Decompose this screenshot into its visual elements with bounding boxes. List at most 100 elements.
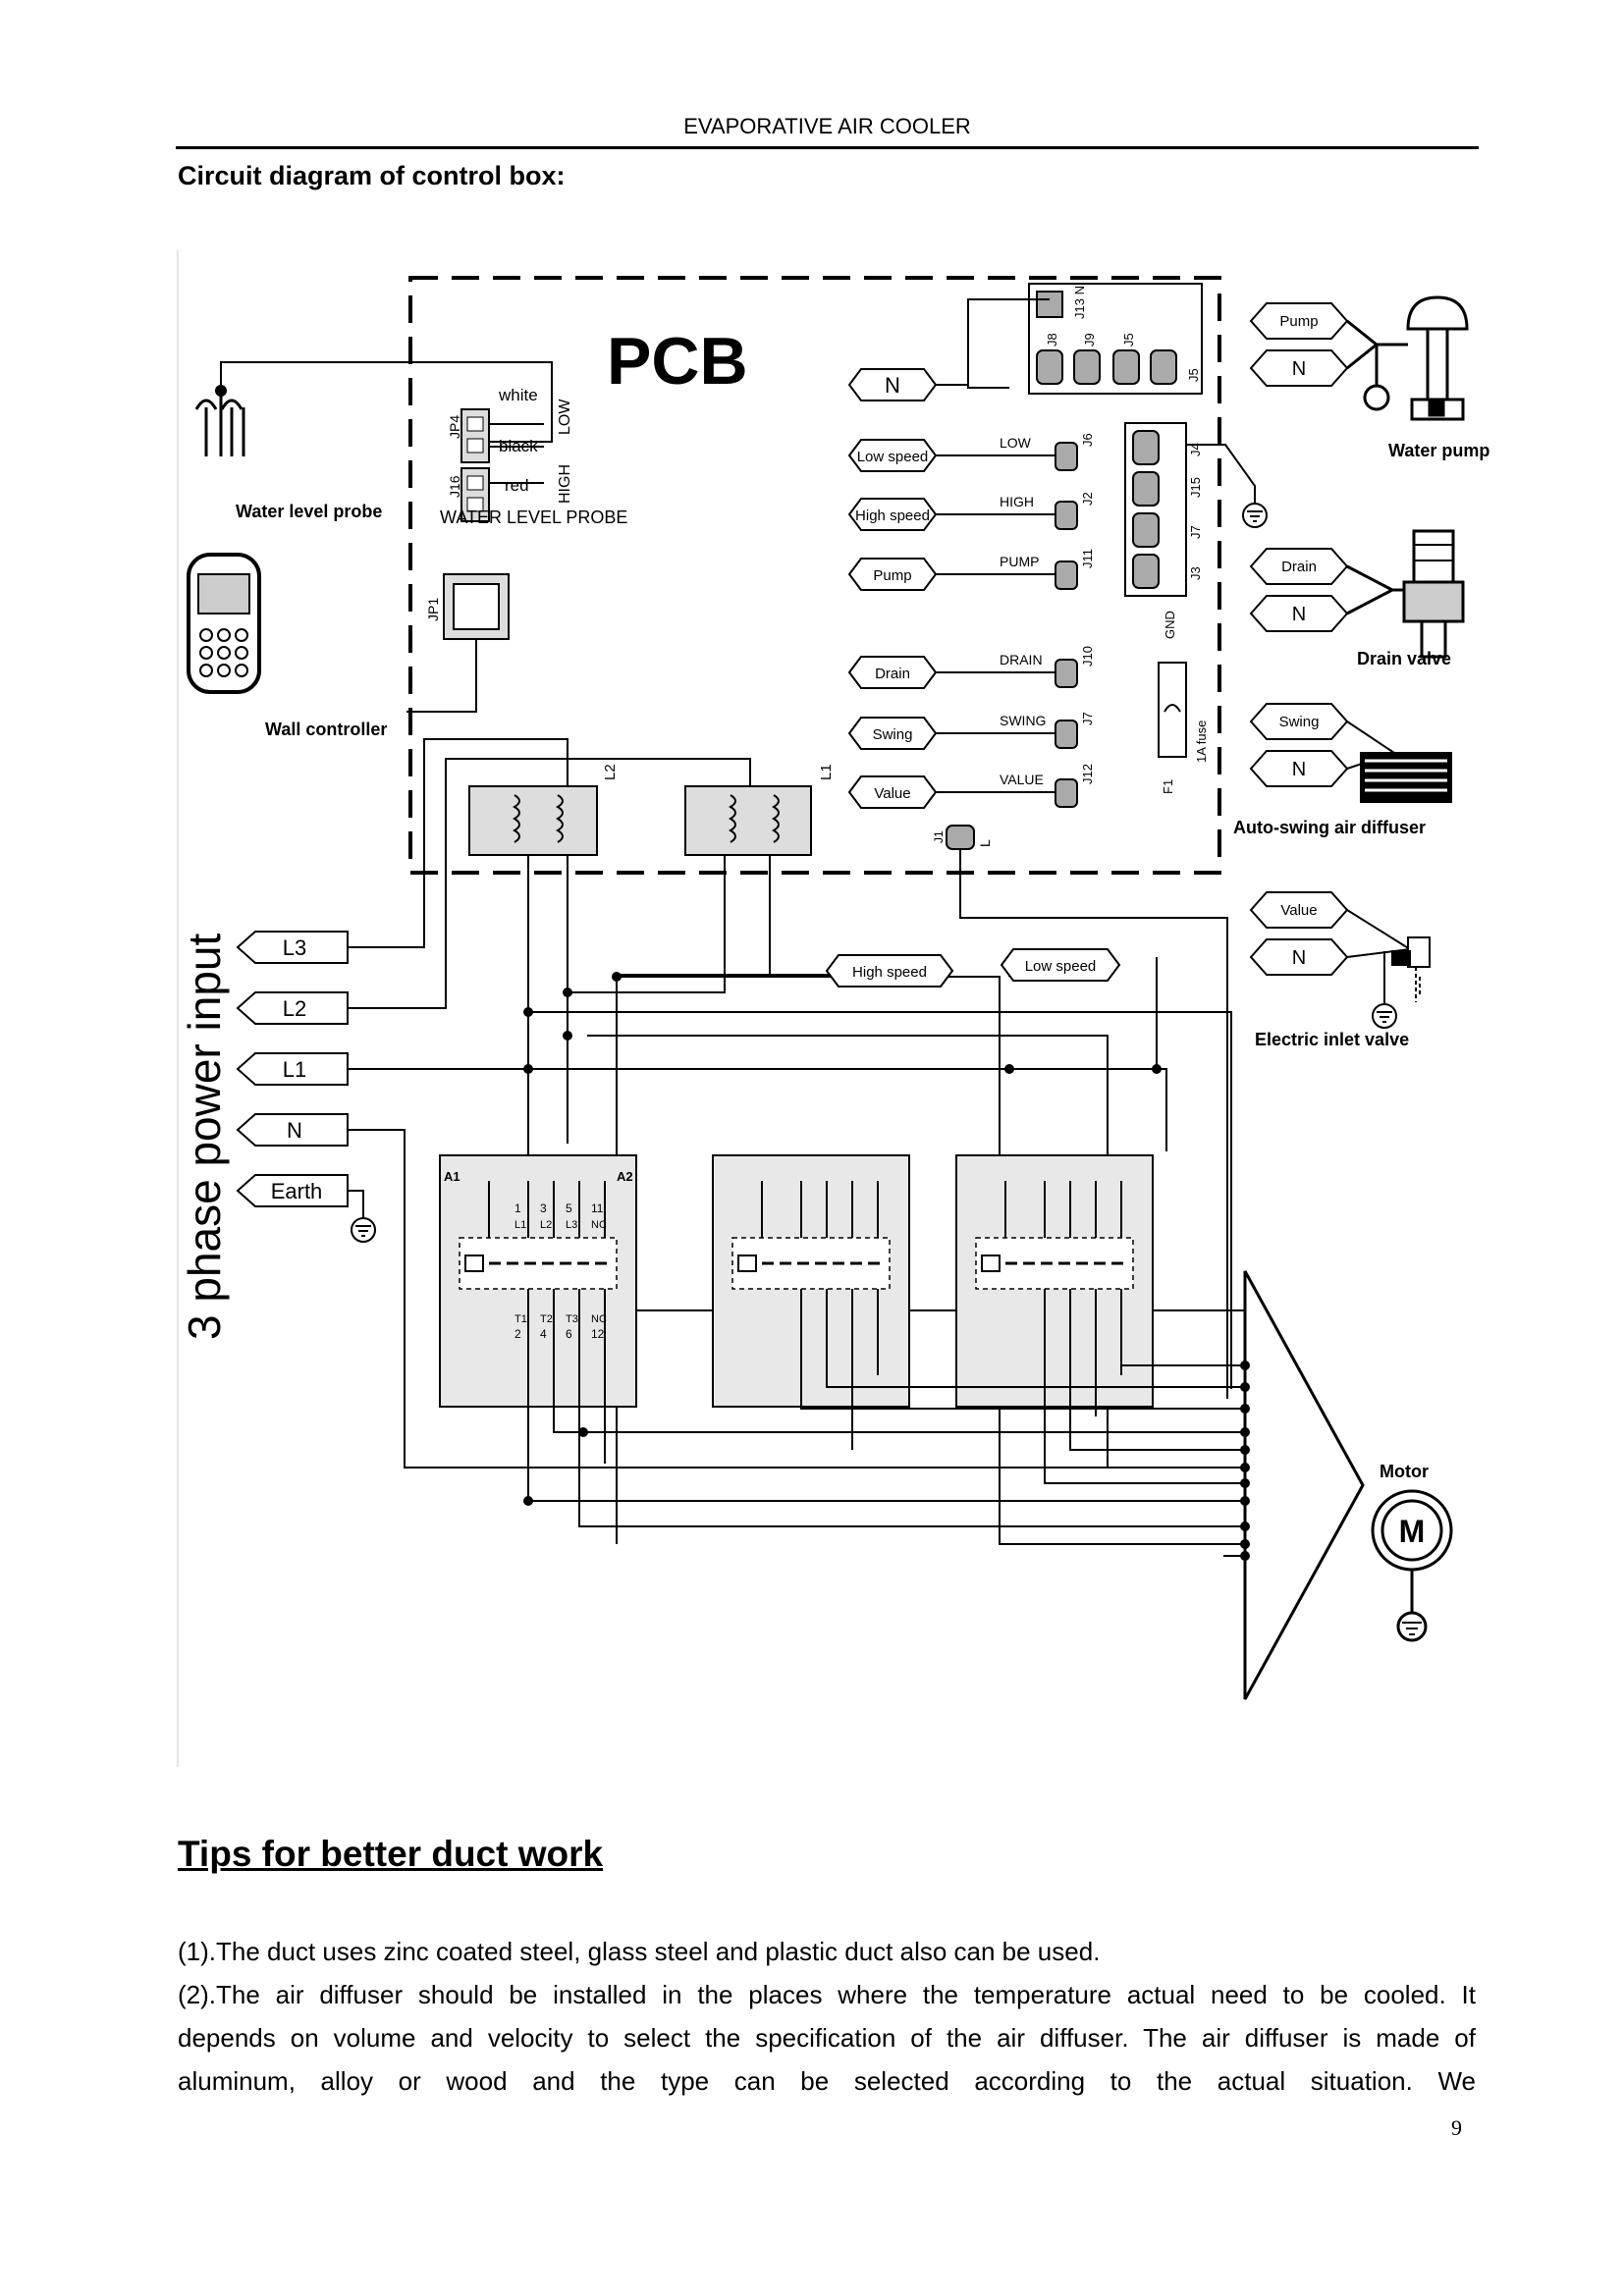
speed-tag-high: High speed (852, 964, 927, 981)
top-jack-j8: J8 (1045, 333, 1059, 347)
inlet-tag: Value (1280, 902, 1317, 919)
pcb-pin-drain: DRAIN (1000, 652, 1043, 667)
drain-valve-label: Drain valve (1357, 649, 1451, 668)
fuse-id: F1 (1161, 779, 1175, 794)
motor-label: Motor (1380, 1462, 1429, 1481)
tip-paragraph-2-line-3: aluminum, alloy or wood and the type can… (178, 2066, 1476, 2096)
gnd-label: GND (1163, 611, 1177, 639)
page-number: 9 (1451, 2115, 1462, 2140)
right-jack-j7: J7 (1188, 525, 1203, 539)
pcb-pin-connectors (936, 363, 1078, 808)
fuse (1158, 662, 1187, 758)
pcb-pin-id-j7: J7 (1080, 712, 1095, 725)
probe-high-label: HIGH (557, 464, 573, 504)
pcb-label: PCB (607, 324, 748, 399)
contactor-bot-num-12: 12 (591, 1327, 605, 1341)
water-level-probe (194, 361, 553, 522)
right-connector-block (1124, 422, 1256, 597)
motor-glyph: M (1399, 1514, 1426, 1549)
right-jack-j4: J4 (1188, 443, 1203, 456)
tip-paragraph-1: (1).The duct uses zinc coated steel, gla… (178, 1937, 1101, 1966)
pcb-pin-swing: SWING (1000, 713, 1046, 728)
air-diffuser-icon (1346, 721, 1452, 803)
contactor-bot-lbl-nc: NC (591, 1313, 607, 1325)
contactor-bot-lbl-t3: T3 (566, 1313, 578, 1325)
pump-tag: Pump (1279, 313, 1318, 330)
section-title: Circuit diagram of control box: (178, 161, 566, 190)
coil-l2-label: L2 (602, 764, 619, 780)
line-jack-label: J1 (932, 830, 946, 843)
pcb-pin-value: VALUE (1000, 772, 1044, 787)
power-input-title: 3 phase power input (179, 933, 230, 1340)
contactor-top-num-5: 5 (566, 1201, 572, 1215)
power-terminals (236, 931, 349, 1207)
probe-label: Water level probe (236, 502, 382, 521)
contactor-bot-num-6: 6 (566, 1327, 572, 1341)
probe-low-label: LOW (557, 399, 573, 435)
contactor-bot-num-2: 2 (514, 1327, 521, 1341)
ground-symbol (1242, 503, 1268, 528)
pump-n-tag: N (1292, 358, 1306, 380)
right-jack-j3: J3 (1188, 566, 1203, 580)
top-jack-j5a: J5 (1121, 333, 1136, 347)
tip-paragraph-2-line-2: depends on volume and velocity to select… (178, 2023, 1476, 2053)
pcb-pin-id-j11: J11 (1080, 549, 1095, 568)
air-diffuser-label: Auto-swing air diffuser (1233, 818, 1426, 837)
contactor-2 (712, 1154, 910, 1408)
contactor-3 (955, 1154, 1154, 1408)
swing-tag: Swing (1279, 714, 1320, 730)
pcb-pin-high: HIGH (1000, 494, 1034, 509)
water-pump-label: Water pump (1388, 441, 1489, 460)
tips-heading: Tips for better duct work (178, 1834, 604, 1874)
tip-paragraph-2-line-1: (2).The air diffuser should be installed… (178, 1980, 1476, 2009)
contactor-top-num-3: 3 (540, 1201, 547, 1215)
probe-j16: J16 (447, 475, 462, 498)
contactor-top-lbl-l3: L3 (566, 1219, 577, 1231)
water-pump-icon (1346, 295, 1469, 421)
drain-valve-icon (1346, 529, 1465, 659)
power-terminal-earth: Earth (271, 1179, 323, 1203)
device-tags (1249, 302, 1349, 976)
inlet-valve-label: Electric inlet valve (1255, 1030, 1409, 1049)
drain-n-tag: N (1292, 604, 1306, 625)
contactor-bot-lbl-t1: T1 (514, 1313, 527, 1325)
motor-wiring (527, 1364, 1245, 1557)
probe-wire-white: white (498, 386, 538, 404)
swing-n-tag: N (1292, 759, 1306, 780)
power-terminal-l2: L2 (283, 996, 306, 1021)
speed-tags (825, 948, 1121, 988)
motor-terminal-dots (1240, 1361, 1250, 1561)
wall-controller (187, 553, 510, 713)
earth-ground-symbol (348, 1190, 376, 1243)
contactor-a1-label: A1 (444, 1169, 460, 1184)
top-jack-j9: J9 (1082, 333, 1097, 347)
drain-tag: Drain (1281, 559, 1317, 575)
header-rule (176, 146, 1479, 149)
fuse-rating: 1A fuse (1194, 721, 1209, 763)
coil-l1 (684, 785, 812, 856)
inlet-n-tag: N (1292, 947, 1306, 969)
pcb-tag-low-speed: Low speed (857, 449, 929, 465)
top-jack-j5b: J5 (1186, 368, 1201, 382)
contactor-bot-lbl-t2: T2 (540, 1313, 553, 1325)
pcb-pin-pump: PUMP (1000, 554, 1039, 569)
motor-triangle (1243, 1270, 1365, 1700)
power-terminal-l1: L1 (283, 1057, 306, 1082)
contactor-1 (439, 1154, 637, 1408)
power-wiring (348, 738, 1245, 1545)
probe-wire-black: black (499, 437, 538, 455)
contactor-top-num-11: 11 (591, 1201, 604, 1215)
circuit-diagram: PCB white black red LOW HIGH JP4 J16 WAT… (177, 250, 1489, 1767)
line-terminal-label: L (977, 839, 993, 847)
pcb-tag-n: N (885, 373, 900, 398)
speed-tag-low: Low speed (1025, 958, 1097, 975)
contactor-top-lbl-l1: L1 (514, 1219, 526, 1231)
right-jack-j15: J15 (1188, 477, 1203, 498)
pcb-pin-id-j10: J10 (1080, 646, 1095, 667)
pcb-pin-id-j12: J12 (1080, 764, 1095, 784)
top-jack-j13n: J13 N (1072, 286, 1087, 319)
junction-dots (523, 972, 1162, 1506)
motor-symbol (1371, 1489, 1453, 1642)
contactor-top-lbl-l2: L2 (540, 1219, 552, 1231)
line-terminal (946, 825, 1228, 1399)
